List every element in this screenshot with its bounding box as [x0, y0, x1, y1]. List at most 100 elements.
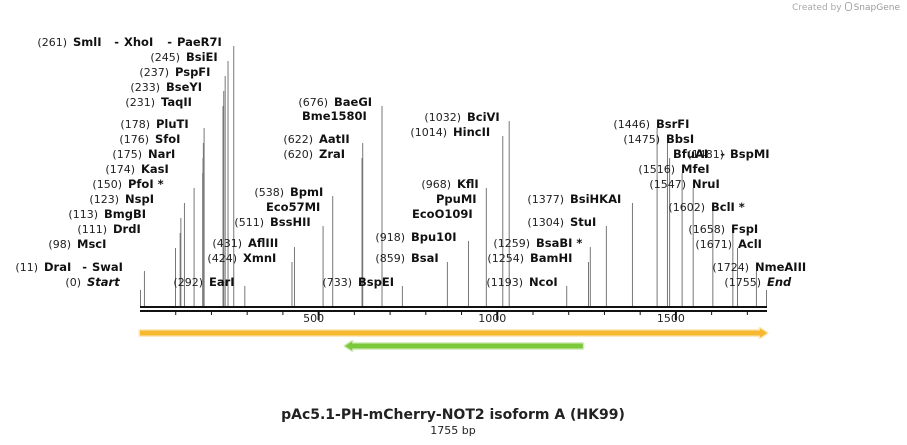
restriction-site-label[interactable]: SfoI(176): [119, 132, 180, 146]
site-position: (1658): [688, 223, 725, 236]
site-name: AflIII: [248, 236, 278, 250]
restriction-site-label[interactable]: StuI(1304): [527, 215, 596, 229]
site-position: (1602): [668, 201, 705, 214]
map-title: pAc5.1-PH-mCherry-NOT2 isoform A (HK99): [281, 407, 625, 423]
site-position: (424): [207, 252, 237, 265]
site-leader-lines: [140, 46, 767, 306]
restriction-site-label[interactable]: BaeGI(676): [298, 95, 372, 109]
restriction-site-label[interactable]: BsaI (859): [375, 251, 438, 265]
site-position: (1671): [695, 238, 732, 251]
restriction-site-label[interactable]: SmlI(261): [37, 35, 101, 49]
site-position: (859): [375, 252, 405, 265]
site-name: PspFI: [175, 65, 210, 79]
restriction-site-label[interactable]: NspI(123): [89, 192, 154, 206]
restriction-site-label[interactable]: BciVI(1032): [424, 110, 499, 124]
restriction-site-label[interactable]: Start(0): [65, 275, 120, 289]
restriction-site-label[interactable]: BpmI(538): [254, 185, 323, 199]
feature-arrow-core: [345, 341, 583, 351]
restriction-site-label[interactable]: End(1755): [724, 275, 792, 289]
credit-prefix: Created by: [792, 3, 842, 13]
site-position: (11): [15, 261, 38, 274]
restriction-site-label[interactable]: AclI(1671): [695, 237, 762, 251]
restriction-site-label[interactable]: XhoI-: [114, 35, 153, 49]
site-position: (511): [234, 216, 264, 229]
site-name: BclI *: [711, 200, 745, 214]
restriction-site-label[interactable]: BsrFI(1446): [613, 117, 689, 131]
site-position: (261): [37, 36, 67, 49]
restriction-site-label[interactable]: Bme1580I: [302, 109, 367, 123]
restriction-site-label[interactable]: PluTI(178): [120, 117, 188, 131]
restriction-site-label[interactable]: ZraI(620): [283, 147, 345, 161]
restriction-site-label[interactable]: BspEI(733): [322, 275, 394, 289]
site-name: SfoI: [155, 132, 180, 146]
site-position: (1254): [487, 252, 524, 265]
restriction-site-label[interactable]: NcoI(1193): [486, 275, 557, 289]
site-name: BciVI: [467, 110, 500, 124]
restriction-site-label[interactable]: BsiEI(245): [150, 50, 217, 64]
site-position: (0): [65, 276, 81, 289]
feature-arrows: [138, 327, 769, 352]
restriction-site-label[interactable]: BfuAI: [673, 147, 708, 161]
site-name: NruI: [692, 177, 720, 191]
restriction-site-label[interactable]: BsaBI *(1259): [493, 236, 582, 250]
restriction-site-label[interactable]: PspFI(237): [139, 65, 210, 79]
restriction-site-label[interactable]: SwaI-: [82, 260, 123, 274]
restriction-site-label[interactable]: AflIII(431): [212, 236, 278, 250]
site-name: DrdI: [113, 222, 141, 236]
restriction-site-label[interactable]: BmgBI(113): [68, 207, 146, 221]
restriction-site-label[interactable]: BamHI(1254): [487, 251, 572, 265]
site-position: (968): [421, 178, 451, 191]
restriction-site-label[interactable]: NruI (1547): [649, 177, 719, 191]
restriction-site-label[interactable]: DrdI (111): [77, 222, 140, 236]
site-name: EarI: [209, 275, 235, 289]
site-position: (1193): [486, 276, 523, 289]
site-position: (111): [77, 223, 107, 236]
site-position: (622): [283, 133, 313, 146]
restriction-site-label[interactable]: PaeR7I-: [167, 35, 222, 49]
site-position: (1755): [724, 276, 761, 289]
restriction-site-label[interactable]: XmnI (424): [207, 251, 276, 265]
sequence-length: 1755 bp: [430, 424, 475, 437]
restriction-site-label[interactable]: BbsI(1475): [623, 132, 694, 146]
site-position: (1259): [493, 237, 530, 250]
site-position: (918): [375, 231, 405, 244]
site-name: MscI: [77, 237, 106, 251]
site-name: XmnI: [243, 251, 276, 265]
site-name: BsaI: [411, 251, 439, 265]
restriction-site-label[interactable]: NmeAIII(1724): [712, 260, 806, 274]
restriction-site-label[interactable]: NarI(175): [112, 147, 175, 161]
restriction-site-label[interactable]: BclI * (1602): [668, 200, 744, 214]
restriction-site-label[interactable]: EarI(292): [173, 275, 234, 289]
restriction-site-label[interactable]: FspI(1658): [688, 222, 758, 236]
sequence-backbone: [140, 306, 767, 312]
restriction-site-label[interactable]: BssHII(511): [234, 215, 310, 229]
site-name: KasI: [141, 162, 169, 176]
restriction-site-label[interactable]: BsiHKAI(1377): [527, 192, 621, 206]
restriction-site-label[interactable]: BseYI(233): [130, 80, 202, 94]
site-position: (150): [92, 178, 122, 191]
restriction-site-label[interactable]: Eco57MI: [266, 200, 320, 214]
site-name: Bme1580I: [302, 109, 367, 123]
restriction-site-label[interactable]: AatII(622): [283, 132, 349, 146]
site-name: BspMI: [730, 147, 770, 161]
restriction-site-label[interactable]: BspMI-(1481): [687, 147, 769, 161]
site-position: (178): [120, 118, 150, 131]
restriction-site-label[interactable]: KflI(968): [421, 177, 478, 191]
site-name: EcoO109I: [412, 207, 473, 221]
restriction-site-label[interactable]: EcoO109I: [412, 207, 473, 221]
restriction-site-label[interactable]: HincII(1014): [410, 125, 490, 139]
restriction-site-label[interactable]: MfeI(1516): [638, 162, 709, 176]
site-name: BsiEI: [186, 50, 218, 64]
restriction-site-label[interactable]: TaqII(231): [125, 95, 192, 109]
restriction-site-label[interactable]: PpuMI: [436, 192, 477, 206]
restriction-site-label[interactable]: KasI(174): [105, 162, 168, 176]
site-name: MfeI: [681, 162, 710, 176]
restriction-site-label[interactable]: DraI(11): [15, 260, 71, 274]
site-position: (1547): [649, 178, 686, 191]
restriction-site-label[interactable]: MscI(98): [48, 237, 106, 251]
site-name: BbsI: [666, 132, 694, 146]
restriction-site-label[interactable]: Bpu10I(918): [375, 230, 456, 244]
site-position: (231): [125, 96, 155, 109]
site-name: NmeAIII: [755, 260, 806, 274]
restriction-site-label[interactable]: PfoI *(150): [92, 177, 163, 191]
